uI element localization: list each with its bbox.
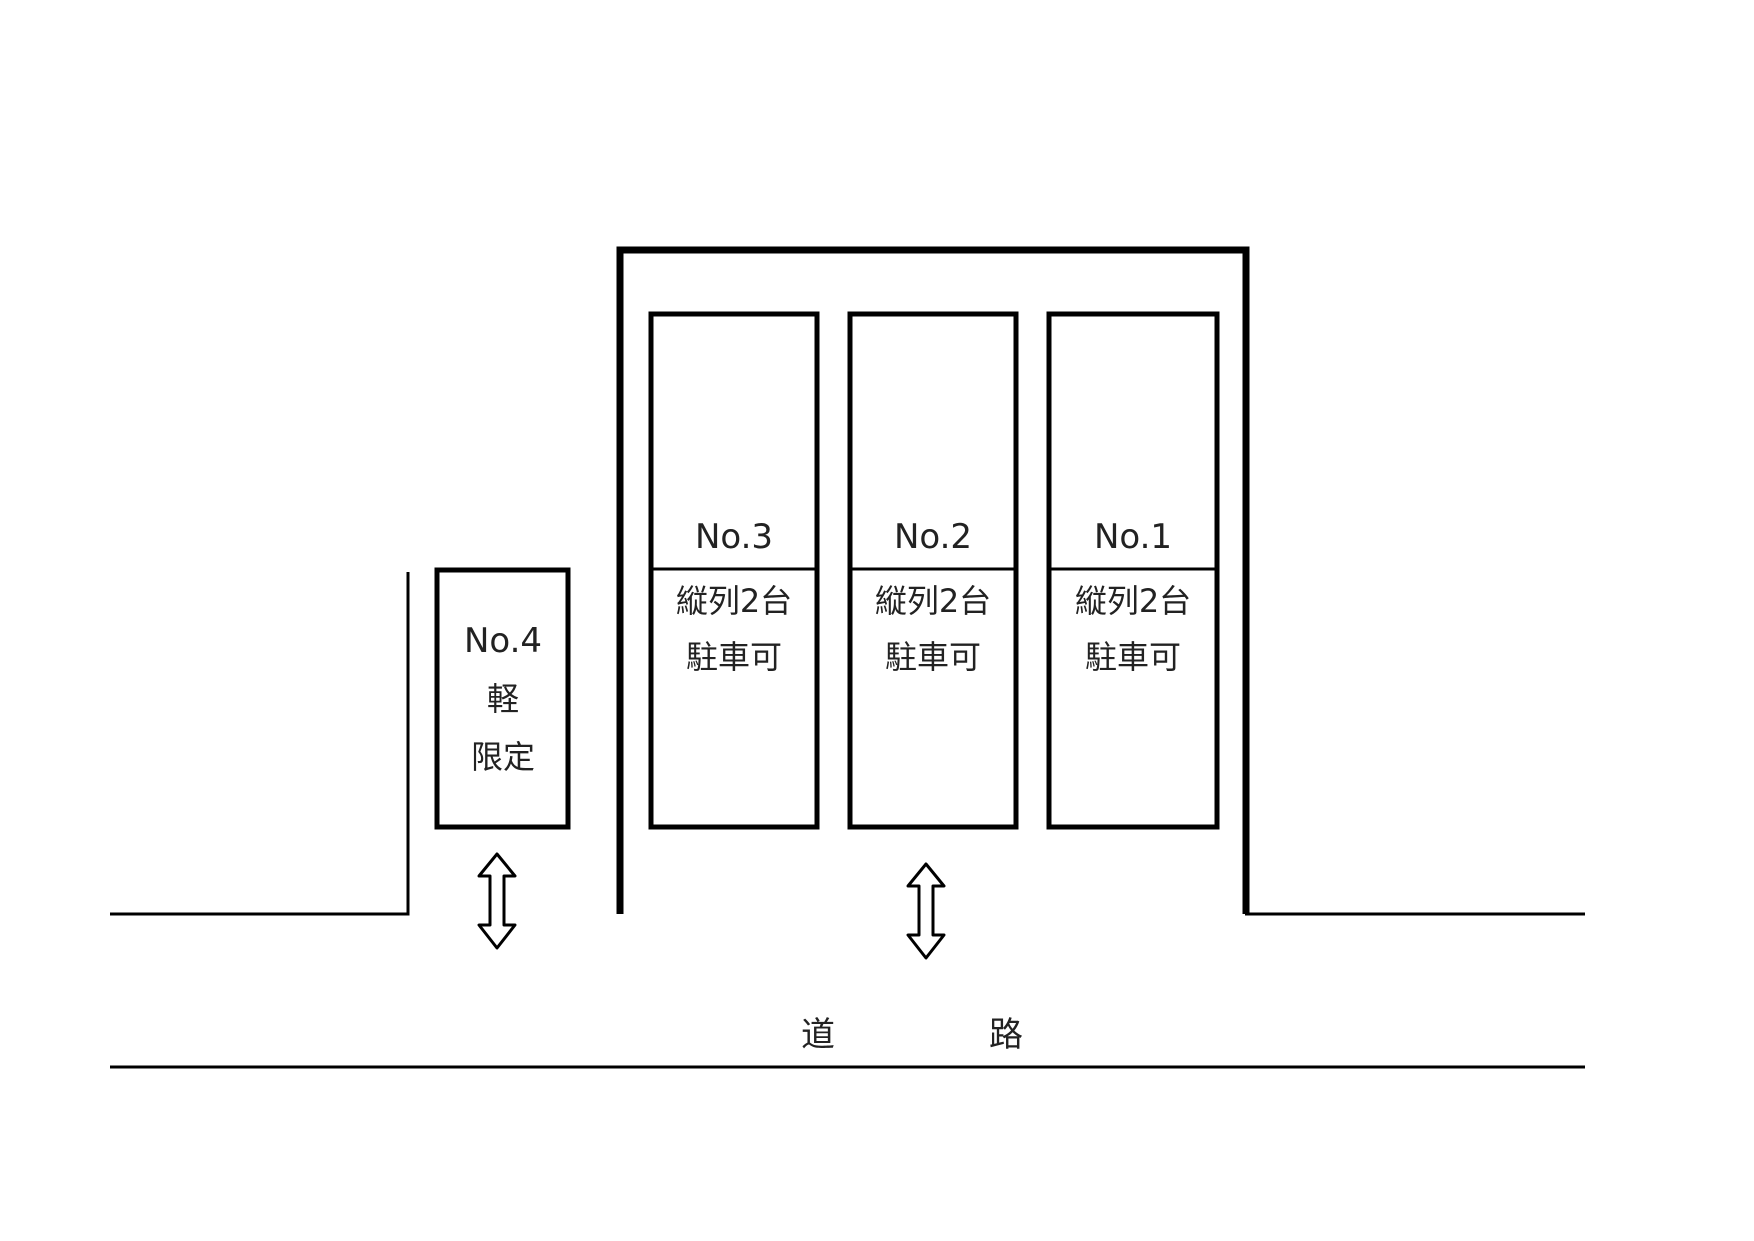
space-note-line-2: 限定	[471, 738, 535, 776]
space-note-line-2: 駐車可	[686, 638, 782, 676]
road-label-char-1: 道	[801, 1015, 835, 1055]
space-note-line-2: 駐車可	[885, 638, 981, 676]
space-note-line-2: 駐車可	[1085, 638, 1181, 676]
space-number-label: No.2	[894, 517, 972, 557]
space-number-label: No.1	[1094, 517, 1172, 557]
space-note-line-1: 軽	[487, 680, 519, 718]
double-arrow-icon	[906, 862, 946, 960]
space-number-label: No.3	[695, 517, 773, 557]
parking-space-2: No.2 縦列2台 駐車可	[847, 311, 1019, 830]
space-outline	[434, 567, 571, 830]
road-edge-left-segment	[110, 572, 410, 916]
parking-space-4: No.4 軽 限定	[434, 567, 571, 830]
space-note-line-1: 縦列2台	[1075, 582, 1191, 620]
space-note-line-1: 縦列2台	[875, 582, 991, 620]
parking-space-1: No.1 縦列2台 駐車可	[1046, 311, 1220, 830]
road-lines	[110, 572, 1585, 1069]
parking-space-3: No.3 縦列2台 駐車可	[648, 311, 820, 830]
space-number-label: No.4	[464, 621, 542, 661]
enclosure-wall	[616, 246, 1250, 914]
double-arrow-icon	[477, 852, 517, 950]
road-label-char-2: 路	[989, 1015, 1023, 1055]
space-note-line-1: 縦列2台	[676, 582, 792, 620]
